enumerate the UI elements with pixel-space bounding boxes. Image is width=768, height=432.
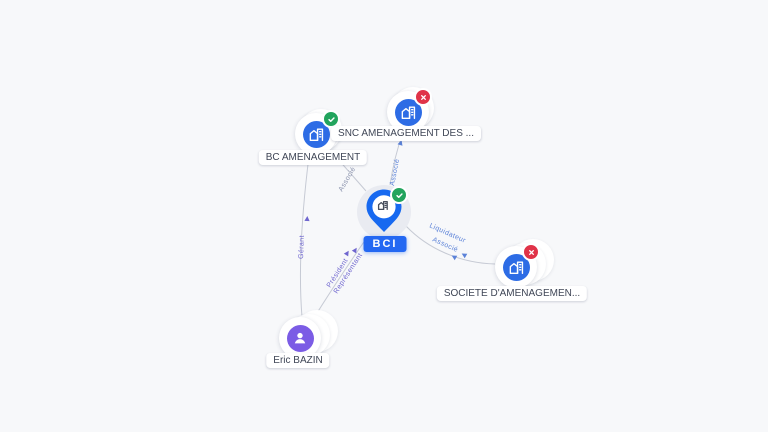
edge-arrow-president <box>343 250 349 257</box>
node-snc-amenagement[interactable] <box>387 87 434 133</box>
node-bci[interactable] <box>357 185 411 239</box>
node-label-snc-amenagement[interactable]: SNC AMENAGEMENT DES ... <box>331 126 481 141</box>
node-circle[interactable] <box>279 310 338 359</box>
edge-label-gerant: Gérant <box>298 235 306 259</box>
node-label-bci[interactable]: BCI <box>363 236 407 252</box>
edge-arrow-representant <box>351 247 357 254</box>
edge-eric-bc-amenagement <box>299 155 310 318</box>
node-circle[interactable] <box>387 87 434 133</box>
cross-badge-icon <box>414 88 432 106</box>
node-circle[interactable] <box>495 239 554 288</box>
edge-arrow-snc <box>397 140 403 146</box>
edge-arrow-associe-societe <box>461 253 468 259</box>
edge-bci-societe <box>405 225 496 265</box>
person-icon <box>286 324 314 352</box>
node-societe-damenagement[interactable] <box>495 239 554 288</box>
edge-label-associe-snc: Associé <box>389 158 401 186</box>
node-circle[interactable] <box>295 109 342 155</box>
node-label-bc-amenagement[interactable]: BC AMENAGEMENT <box>258 150 368 165</box>
node-label-eric-bazin[interactable]: Eric BAZIN <box>266 353 330 368</box>
edge-arrow-liquidateur <box>451 255 458 261</box>
check-badge-icon <box>322 110 340 128</box>
cross-badge-icon <box>522 243 540 261</box>
node-eric-bazin[interactable] <box>279 310 338 359</box>
node-label-societe-damenagement[interactable]: SOCIETE D'AMENAGEMEN... <box>436 286 588 301</box>
check-badge-icon <box>390 186 408 204</box>
node-bc-amenagement[interactable] <box>295 109 342 155</box>
edge-arrow-gerant <box>304 216 310 222</box>
